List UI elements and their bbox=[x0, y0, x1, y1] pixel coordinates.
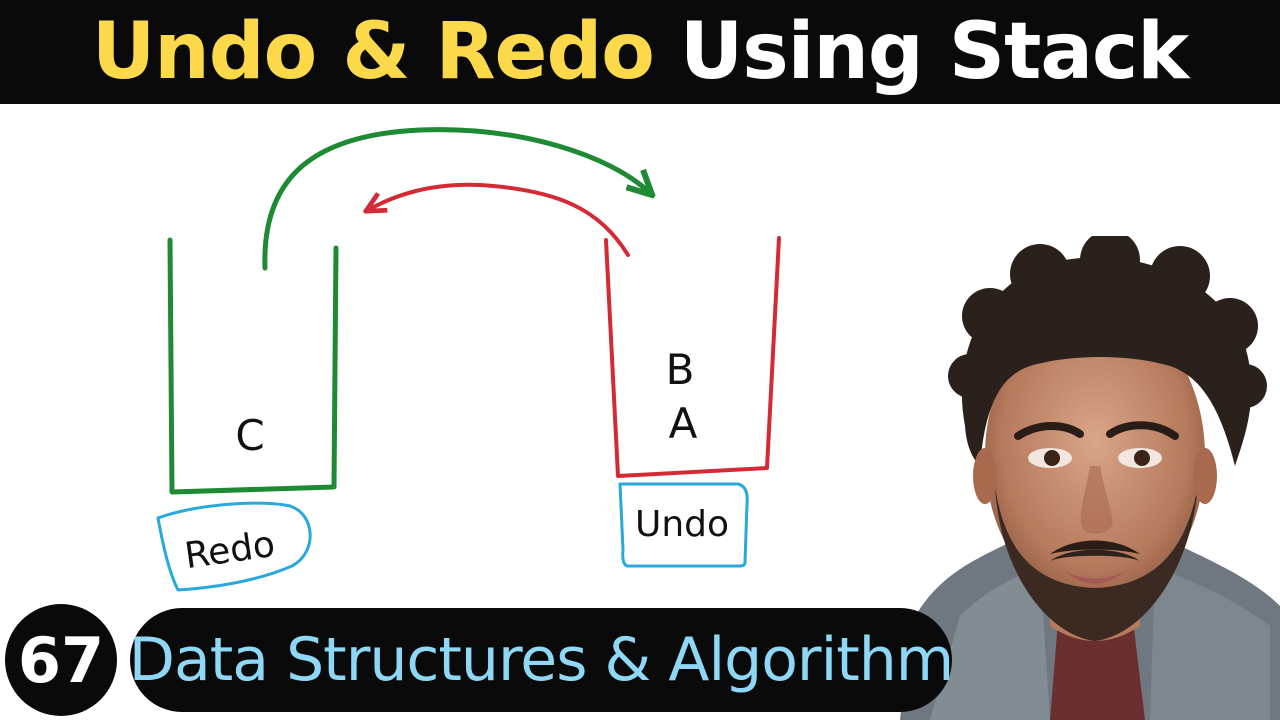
redo-to-undo-arrow bbox=[262, 127, 650, 271]
undo-stack-item: A bbox=[669, 399, 698, 448]
redo-stack-item: C bbox=[235, 411, 264, 460]
title-banner: Undo & Redo Using Stack bbox=[0, 0, 1280, 104]
presenter-photo bbox=[900, 236, 1280, 720]
redo-label: Redo bbox=[182, 524, 277, 577]
series-title: Data Structures & Algorithm bbox=[128, 625, 954, 695]
title-rest: Using Stack bbox=[679, 7, 1189, 97]
series-title-banner: Data Structures & Algorithm bbox=[128, 608, 954, 712]
episode-number: 67 bbox=[17, 623, 105, 697]
episode-number-badge: 67 bbox=[5, 604, 117, 716]
undo-stack-outline bbox=[604, 236, 781, 478]
title-highlight: Undo & Redo bbox=[91, 7, 655, 97]
undo-label: Undo bbox=[635, 504, 729, 545]
redo-stack-outline bbox=[167, 237, 339, 495]
redo-label-box bbox=[156, 501, 312, 592]
undo-to-redo-arrow bbox=[368, 182, 630, 257]
undo-label-box bbox=[618, 482, 749, 568]
undo-stack-item: B bbox=[666, 345, 695, 394]
